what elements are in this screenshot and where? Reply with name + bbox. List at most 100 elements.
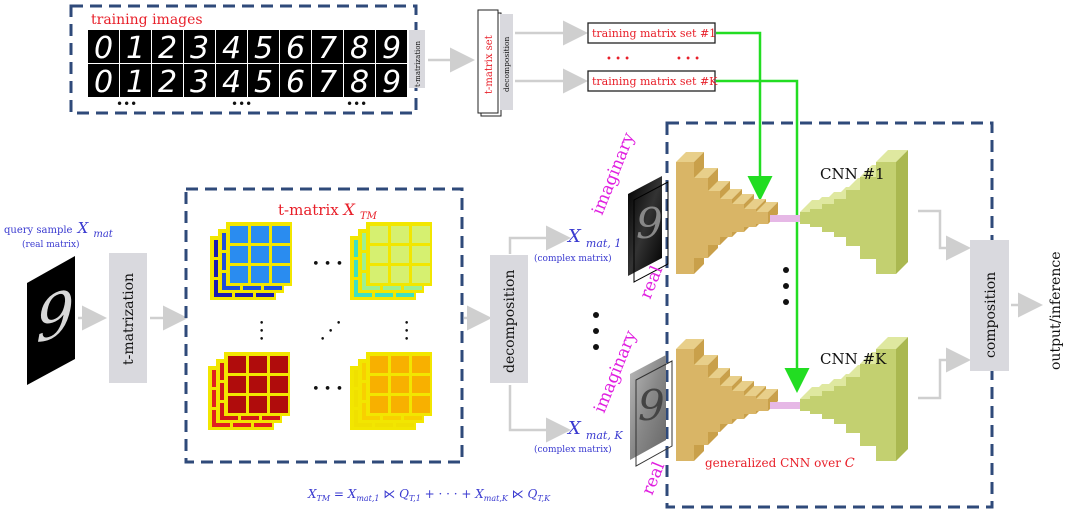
digit-glyph: 2 [158, 31, 177, 66]
digit-tile [216, 64, 247, 97]
tensor-cell [230, 246, 248, 263]
digit-glyph: 6 [286, 65, 305, 100]
digit-tile [248, 64, 279, 97]
tensor-cell [370, 356, 388, 373]
tmatrix-set-decomposition-label: decomposition [502, 36, 511, 92]
digit-glyph: 4 [222, 65, 241, 100]
cnn-layer-front [720, 199, 732, 237]
query-sublabel: (real matrix) [22, 239, 80, 250]
cnn-layer-top [756, 202, 778, 212]
digit-glyph: 7 [318, 65, 337, 100]
training-tmatrization-box[interactable] [409, 30, 425, 88]
tmatrix-dashed-box [184, 187, 464, 464]
tensor-cell [370, 376, 388, 393]
tensor-cell [270, 396, 288, 413]
cnn-layer-top [694, 168, 718, 178]
digit-glyph: 8 [350, 65, 369, 100]
cnn-bottleneck [770, 402, 800, 409]
cnn-encoder-block-icon [676, 150, 908, 274]
training-set-last-box[interactable] [587, 70, 716, 92]
digit-tile [88, 64, 119, 97]
composition-label: composition [983, 272, 999, 358]
svg-text:•: • [404, 319, 409, 329]
cnn-layer-front [846, 190, 860, 246]
digit-glyph: 4 [222, 31, 241, 66]
cnn-layer-top [720, 189, 742, 199]
slice-imaginary-bottom-digit: 9 [638, 381, 665, 430]
digit-tile [312, 64, 343, 97]
cnn-layer-front [756, 212, 768, 224]
cnn-layer-front [708, 378, 720, 432]
cnn-layer-front [846, 377, 860, 433]
tensor-cell [272, 246, 290, 263]
tensor-cell [370, 266, 388, 283]
digit-glyph: 9 [382, 65, 401, 100]
cnn-layer-top [694, 355, 718, 365]
digit-tile [312, 30, 343, 63]
digit-glyph: 7 [318, 31, 337, 66]
query-label: query sample X mat [4, 218, 114, 240]
tensor-cell [272, 226, 290, 243]
cnn-last-label: CNN #K [820, 350, 887, 368]
training-set-last-label: training matrix set #K [592, 75, 718, 88]
cnn-layer-front [744, 396, 756, 414]
digit-tile [88, 30, 119, 63]
output-vdots [593, 312, 599, 350]
tensor-cell [230, 266, 248, 283]
cnn-layer-front [810, 209, 822, 227]
cnn-layer-top [708, 181, 730, 191]
tensor-cell [249, 356, 267, 373]
digit-glyph: 3 [190, 31, 209, 66]
digit-glyph: 1 [126, 31, 145, 66]
cnn-layer-top [744, 199, 766, 209]
cnn-layer-top [708, 368, 730, 378]
tensor-cell [391, 396, 409, 413]
svg-text:•: • [328, 327, 333, 337]
digit-glyph: 6 [286, 31, 305, 66]
cnn-layer-front [800, 399, 810, 411]
slice-imaginary-top-digit: 9 [636, 199, 663, 248]
digit-glyph: 0 [94, 31, 113, 66]
cnn-layer-front [876, 349, 896, 461]
cnn-layer-top [756, 389, 778, 399]
mnist-nine-icon: 9 [27, 256, 75, 385]
cnn-layer-front [676, 162, 694, 274]
tensor-cell [412, 356, 430, 373]
tensor-cell [412, 266, 430, 283]
output-last-var: X mat, K [566, 418, 623, 442]
tensor-cell [251, 226, 269, 243]
digit-glyph: 5 [254, 31, 273, 66]
cnn-layer-front [676, 349, 694, 461]
slice-real-bottom: real [638, 459, 669, 498]
tensor-cell [230, 226, 248, 243]
tensor-cell [370, 246, 388, 263]
training-dots-2: ••• [231, 97, 252, 111]
cnn-layer-top [732, 381, 754, 391]
cnn-layer-front [732, 204, 744, 232]
tensor-cell [251, 266, 269, 283]
decomposition-box[interactable] [490, 255, 528, 383]
tensor-cell [391, 356, 409, 373]
tensor-cell [270, 376, 288, 393]
digit-glyph: 1 [126, 65, 145, 100]
svg-text:9: 9 [36, 275, 74, 358]
tensor-cell [251, 246, 269, 263]
tensor-cell [228, 356, 246, 373]
svg-text:•: • [259, 335, 264, 345]
composition-box[interactable] [970, 240, 1009, 371]
cnn-vdots [783, 267, 789, 305]
tmatrization-box[interactable] [109, 253, 147, 383]
tmatrix-set-decomposition-box[interactable] [500, 14, 513, 110]
digit-glyph: 9 [382, 31, 401, 66]
digit-tile [184, 30, 215, 63]
training-set-first-box[interactable] [587, 22, 716, 44]
cnn-layer-front [720, 386, 732, 424]
digit-tile [344, 30, 375, 63]
training-set-dots-right: • • • [676, 54, 700, 65]
output-first-var: X mat, 1 [566, 226, 621, 250]
tensor-cell [370, 396, 388, 413]
tensor-cell [391, 246, 409, 263]
cnn-layer-side [896, 150, 908, 274]
svg-text:•: • [336, 319, 341, 329]
